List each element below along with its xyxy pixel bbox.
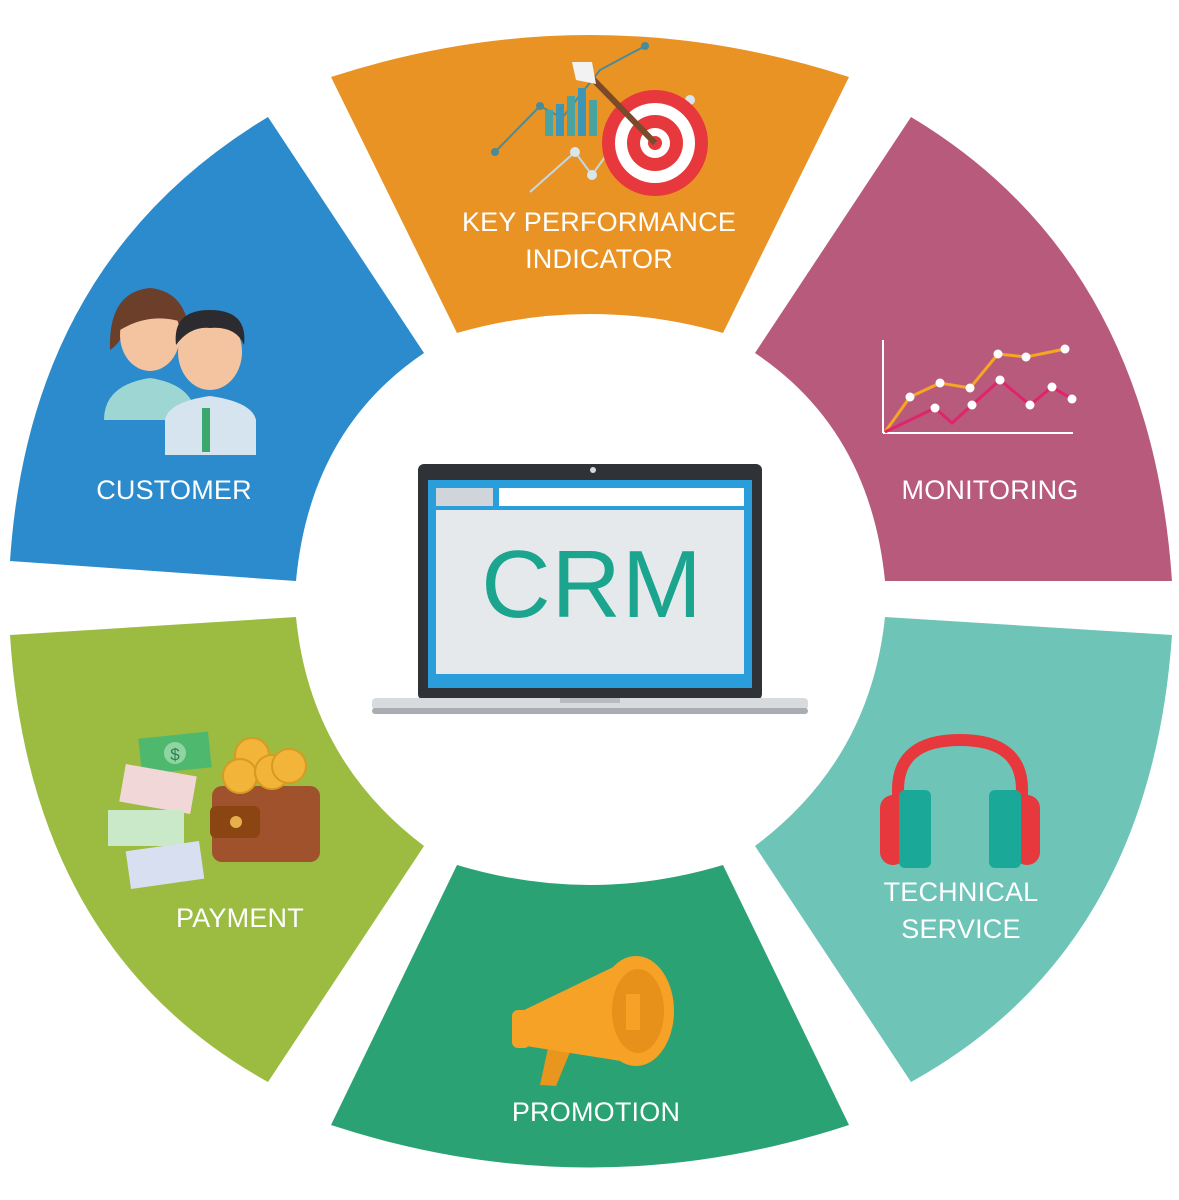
label-key-performance-indicator: KEY PERFORMANCE INDICATOR [419,204,779,278]
label-line: SERVICE [901,914,1021,944]
label-customer: CUSTOMER [64,472,284,509]
line-chart-icon [882,340,1077,434]
svg-text:$: $ [170,745,180,764]
label-payment: PAYMENT [140,900,340,937]
label-line: TECHNICAL [883,877,1039,907]
label-line: CUSTOMER [96,475,252,505]
label-line: MONITORING [901,475,1079,505]
segment-kpi [331,35,849,333]
label-monitoring: MONITORING [880,472,1100,509]
label-promotion: PROMOTION [486,1094,706,1131]
segment-technical-service [755,617,1172,1082]
label-line: INDICATOR [525,244,673,274]
users-icon [104,288,256,455]
crm-title: CRM [481,531,703,638]
wallet-money-icon: $ [108,731,320,889]
segment-monitoring [755,117,1172,581]
label-line: PROMOTION [511,1097,681,1127]
label-line: PAYMENT [176,903,304,933]
label-technical-service: TECHNICAL SERVICE [861,874,1061,948]
megaphone-icon [512,956,674,1086]
laptop-icon [372,464,808,714]
label-line: KEY PERFORMANCE [461,207,737,237]
target-chart-icon [491,42,708,196]
headphones-icon [880,733,1040,868]
